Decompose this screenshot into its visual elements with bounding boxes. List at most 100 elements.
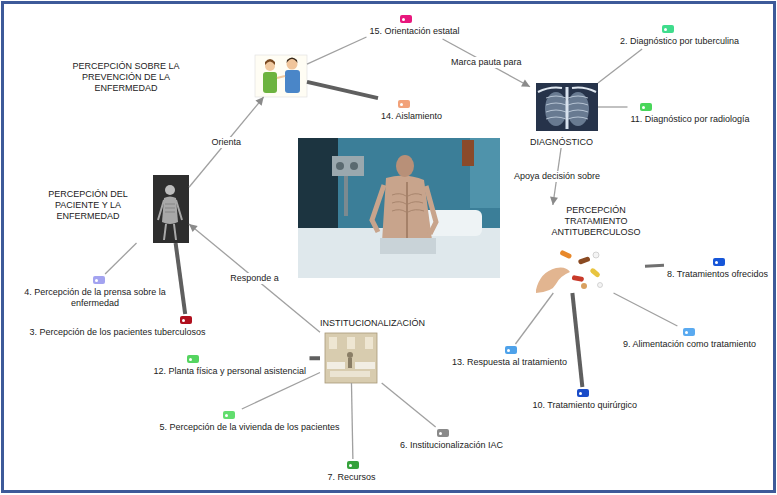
connector [105, 243, 136, 274]
tag-dot [715, 261, 718, 264]
topic-label: 11. Diagnóstico por radiología [631, 114, 750, 125]
concept-node: PERCEPCIÓN TRATAMIENTO ANTITUBERCULOSO [535, 205, 645, 293]
tag-dot [402, 18, 405, 21]
connector-line [189, 224, 320, 332]
connector [515, 293, 553, 344]
topic-node: 14. Aislamiento [378, 98, 446, 124]
topic-tag [640, 103, 652, 111]
topic-label: 10. Tratamiento quirúrgico [533, 400, 638, 411]
connector [176, 243, 186, 314]
topic-node: 6. Institucionalización IAC [397, 427, 507, 453]
topic-tag [93, 276, 105, 284]
topic-label: 9. Alimentación como tratamiento [623, 339, 757, 350]
connector [645, 265, 664, 266]
tag-dot [349, 464, 352, 467]
connector-line [189, 97, 264, 187]
topic-label: 4. Percepción de la prensa sobre la enfe… [20, 287, 170, 309]
tag-dot [182, 319, 185, 322]
topic-label: 13. Respuesta al tratamiento [452, 357, 568, 368]
topic-node: 13. Respuesta al tratamiento [449, 344, 571, 370]
topic-tag [713, 258, 725, 266]
concept-title: PERCEPCIÓN TRATAMIENTO ANTITUBERCULOSO [547, 205, 645, 238]
connector-line [382, 383, 436, 427]
arrow-head [550, 197, 558, 205]
topic-node: 9. Alimentación como tratamiento [620, 326, 760, 352]
connector-line [310, 356, 321, 360]
tag-dot [439, 432, 442, 435]
connector [307, 37, 367, 64]
topic-label: 14. Aislamiento [381, 111, 443, 122]
connector [382, 383, 436, 427]
concept-node: PERCEPCIÓN DEL PACIENTE Y LA ENFERMEDAD [38, 175, 189, 243]
topic-node: 8. Tratamientos ofrecidos [664, 256, 772, 282]
connector [572, 293, 582, 387]
connector-line [176, 243, 186, 314]
concept-node: PERCEPCIÓN SOBRE LA PREVENCIÓN DE LA ENF… [55, 55, 307, 97]
xray-illustration [536, 83, 598, 131]
topic-tag [662, 25, 674, 33]
connector-line [307, 37, 367, 64]
connector [242, 372, 320, 409]
topic-tag [577, 389, 589, 397]
connector-line [242, 372, 320, 409]
topic-node: 10. Tratamiento quirúrgico [530, 387, 641, 413]
concept-title: INSTITUCIONALIZACIÓN [320, 318, 425, 329]
tag-dot [95, 279, 98, 282]
topic-node: 12. Planta física y personal asistencial [151, 353, 310, 379]
topic-label: 12. Planta física y personal asistencial [154, 366, 307, 377]
topic-tag [505, 346, 517, 354]
topic-node: 5. Percepción de la vivienda de los paci… [157, 409, 344, 435]
concept-node: INSTITUCIONALIZACIÓN [320, 318, 426, 383]
connector-line [515, 293, 553, 344]
topic-node: 15. Orientación estatal [367, 13, 464, 39]
connector-line [598, 106, 628, 107]
link-phrase: Orienta [210, 137, 244, 148]
connector [614, 293, 678, 326]
connector-line [614, 293, 678, 326]
topic-label: 6. Institucionalización IAC [400, 440, 504, 451]
tag-dot [664, 28, 667, 31]
connector [307, 82, 378, 98]
concept-title: PERCEPCIÓN SOBRE LA PREVENCIÓN DE LA ENF… [70, 61, 182, 94]
topic-tag [347, 461, 359, 469]
connector-line [105, 243, 136, 274]
frame [3, 3, 775, 492]
concept-node: DIAGNÓSTICO [530, 83, 598, 148]
connector [598, 49, 642, 83]
patient-illustration [153, 175, 189, 243]
topic-tag [223, 411, 235, 419]
topic-tag [400, 15, 412, 23]
connector-line [598, 49, 642, 83]
tag-dot [400, 103, 403, 106]
topic-node: 3. Percepción de los pacientes tuberculo… [27, 314, 210, 340]
pills-illustration [535, 248, 605, 293]
central-photo [298, 138, 500, 278]
connector [189, 224, 320, 332]
arrow-head [521, 79, 530, 86]
topic-label: 15. Orientación estatal [370, 26, 461, 37]
connector [310, 358, 321, 359]
topic-label: 2. Diagnóstico por tuberculina [620, 36, 740, 47]
connector-line [307, 82, 378, 98]
concept-title: PERCEPCIÓN DEL PACIENTE Y LA ENFERMEDAD [38, 189, 138, 222]
topic-tag [437, 429, 449, 437]
tag-dot [507, 349, 510, 352]
topic-tag [398, 100, 410, 108]
connector-line [645, 265, 664, 266]
topic-label: 8. Tratamientos ofrecidos [667, 269, 769, 280]
tag-dot [189, 358, 192, 361]
tag-dot [685, 331, 688, 334]
link-phrase: Responde a [228, 273, 281, 284]
link-phrase: Marca pauta para [449, 57, 524, 68]
connector [189, 97, 264, 187]
connector [443, 39, 530, 87]
link-phrase: Apoya decisión sobre [512, 171, 602, 182]
topic-label: 3. Percepción de los pacientes tuberculo… [30, 327, 207, 338]
concept-title: DIAGNÓSTICO [530, 137, 593, 148]
topic-tag [180, 316, 192, 324]
connector-line [351, 383, 352, 459]
topic-node: 7. Recursos [325, 459, 380, 485]
connector [351, 383, 352, 459]
tag-dot [642, 106, 645, 109]
prevention-illustration [255, 55, 307, 97]
